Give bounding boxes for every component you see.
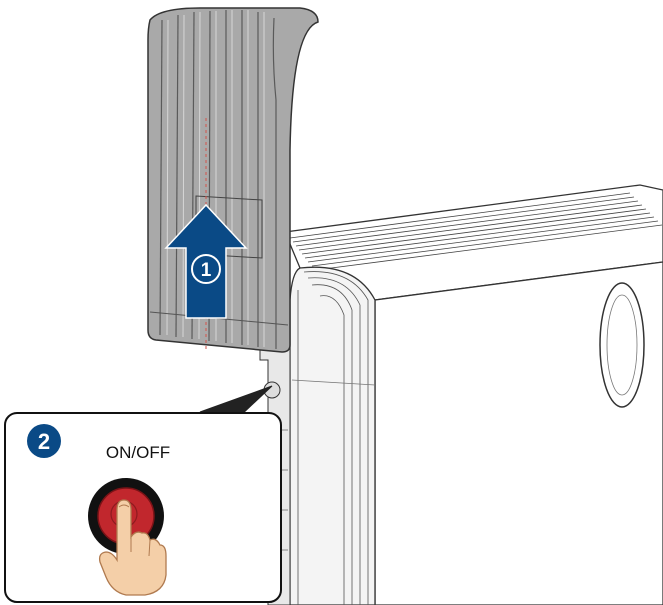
step-1-number: 1 <box>201 260 212 281</box>
on-off-label: ON/OFF <box>106 443 170 462</box>
step-2-number: 2 <box>38 429 50 454</box>
inverter-body <box>260 185 663 605</box>
callout-box: 2 ON/OFF <box>5 413 281 602</box>
